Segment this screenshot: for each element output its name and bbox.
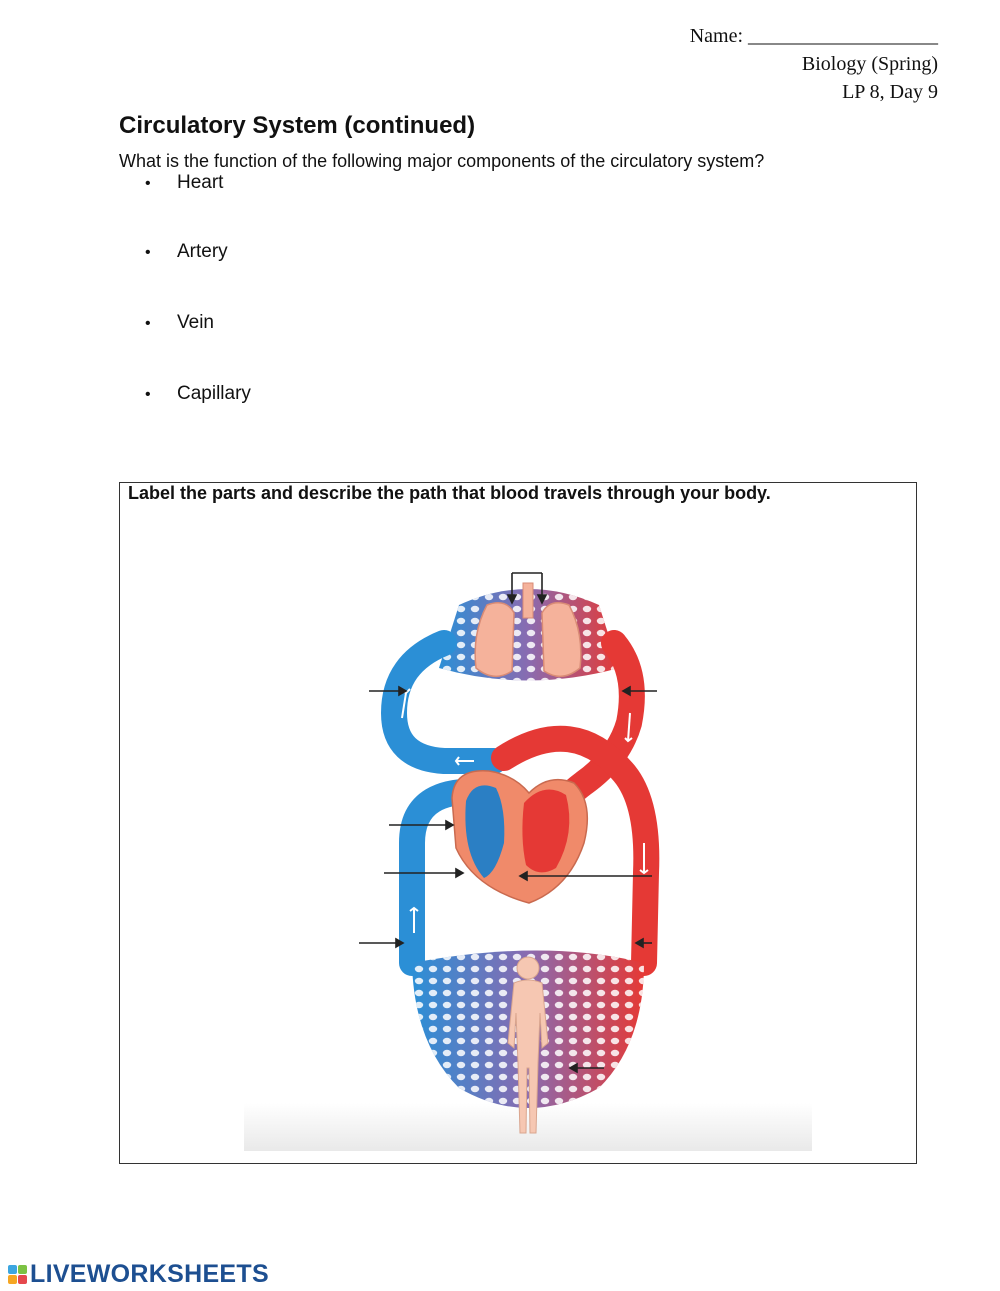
component-vein: Vein bbox=[177, 312, 214, 333]
component-capillary: Capillary bbox=[177, 383, 251, 404]
bullet-icon: • bbox=[145, 315, 151, 332]
logo-mark-icon bbox=[8, 1265, 27, 1284]
left-lung bbox=[474, 602, 515, 677]
list-item: • Capillary bbox=[145, 383, 251, 405]
circulatory-diagram bbox=[244, 572, 812, 1151]
logo-text: LIVEWORKSHEETS bbox=[30, 1260, 269, 1288]
component-heart: Heart bbox=[177, 172, 224, 193]
liveworksheets-logo[interactable]: LIVEWORKSHEETS bbox=[8, 1260, 269, 1289]
list-item: • Heart bbox=[145, 172, 223, 194]
trachea bbox=[522, 582, 534, 619]
list-item: • Artery bbox=[145, 241, 228, 263]
right-heart-chambers bbox=[465, 785, 505, 878]
bullet-icon: • bbox=[145, 244, 151, 261]
bullet-icon: • bbox=[145, 386, 151, 403]
course-label: Biology (Spring) bbox=[801, 53, 938, 75]
flow-arrows bbox=[401, 688, 649, 933]
diagram-caption: Label the parts and describe the path th… bbox=[128, 483, 771, 503]
human-body-icon bbox=[507, 956, 549, 1134]
left-heart-chambers bbox=[522, 789, 570, 873]
name-field-label: Name: ___________________ bbox=[689, 25, 938, 47]
component-artery: Artery bbox=[177, 241, 228, 262]
label-arrows bbox=[359, 572, 657, 1074]
list-item: • Vein bbox=[145, 312, 214, 334]
question-text: What is the function of the following ma… bbox=[119, 151, 765, 171]
aorta-vessel bbox=[491, 725, 660, 976]
diagram-box: Label the parts and describe the path th… bbox=[119, 482, 917, 1164]
floor-shadow bbox=[244, 1103, 812, 1151]
bullet-icon: • bbox=[145, 175, 151, 192]
page-title: Circulatory System (continued) bbox=[119, 112, 476, 139]
lesson-label: LP 8, Day 9 bbox=[842, 81, 938, 103]
header-block: Name: ___________________ Biology (Sprin… bbox=[690, 22, 938, 106]
pulmonary-artery-vessel bbox=[380, 630, 507, 774]
right-lung bbox=[541, 602, 582, 677]
